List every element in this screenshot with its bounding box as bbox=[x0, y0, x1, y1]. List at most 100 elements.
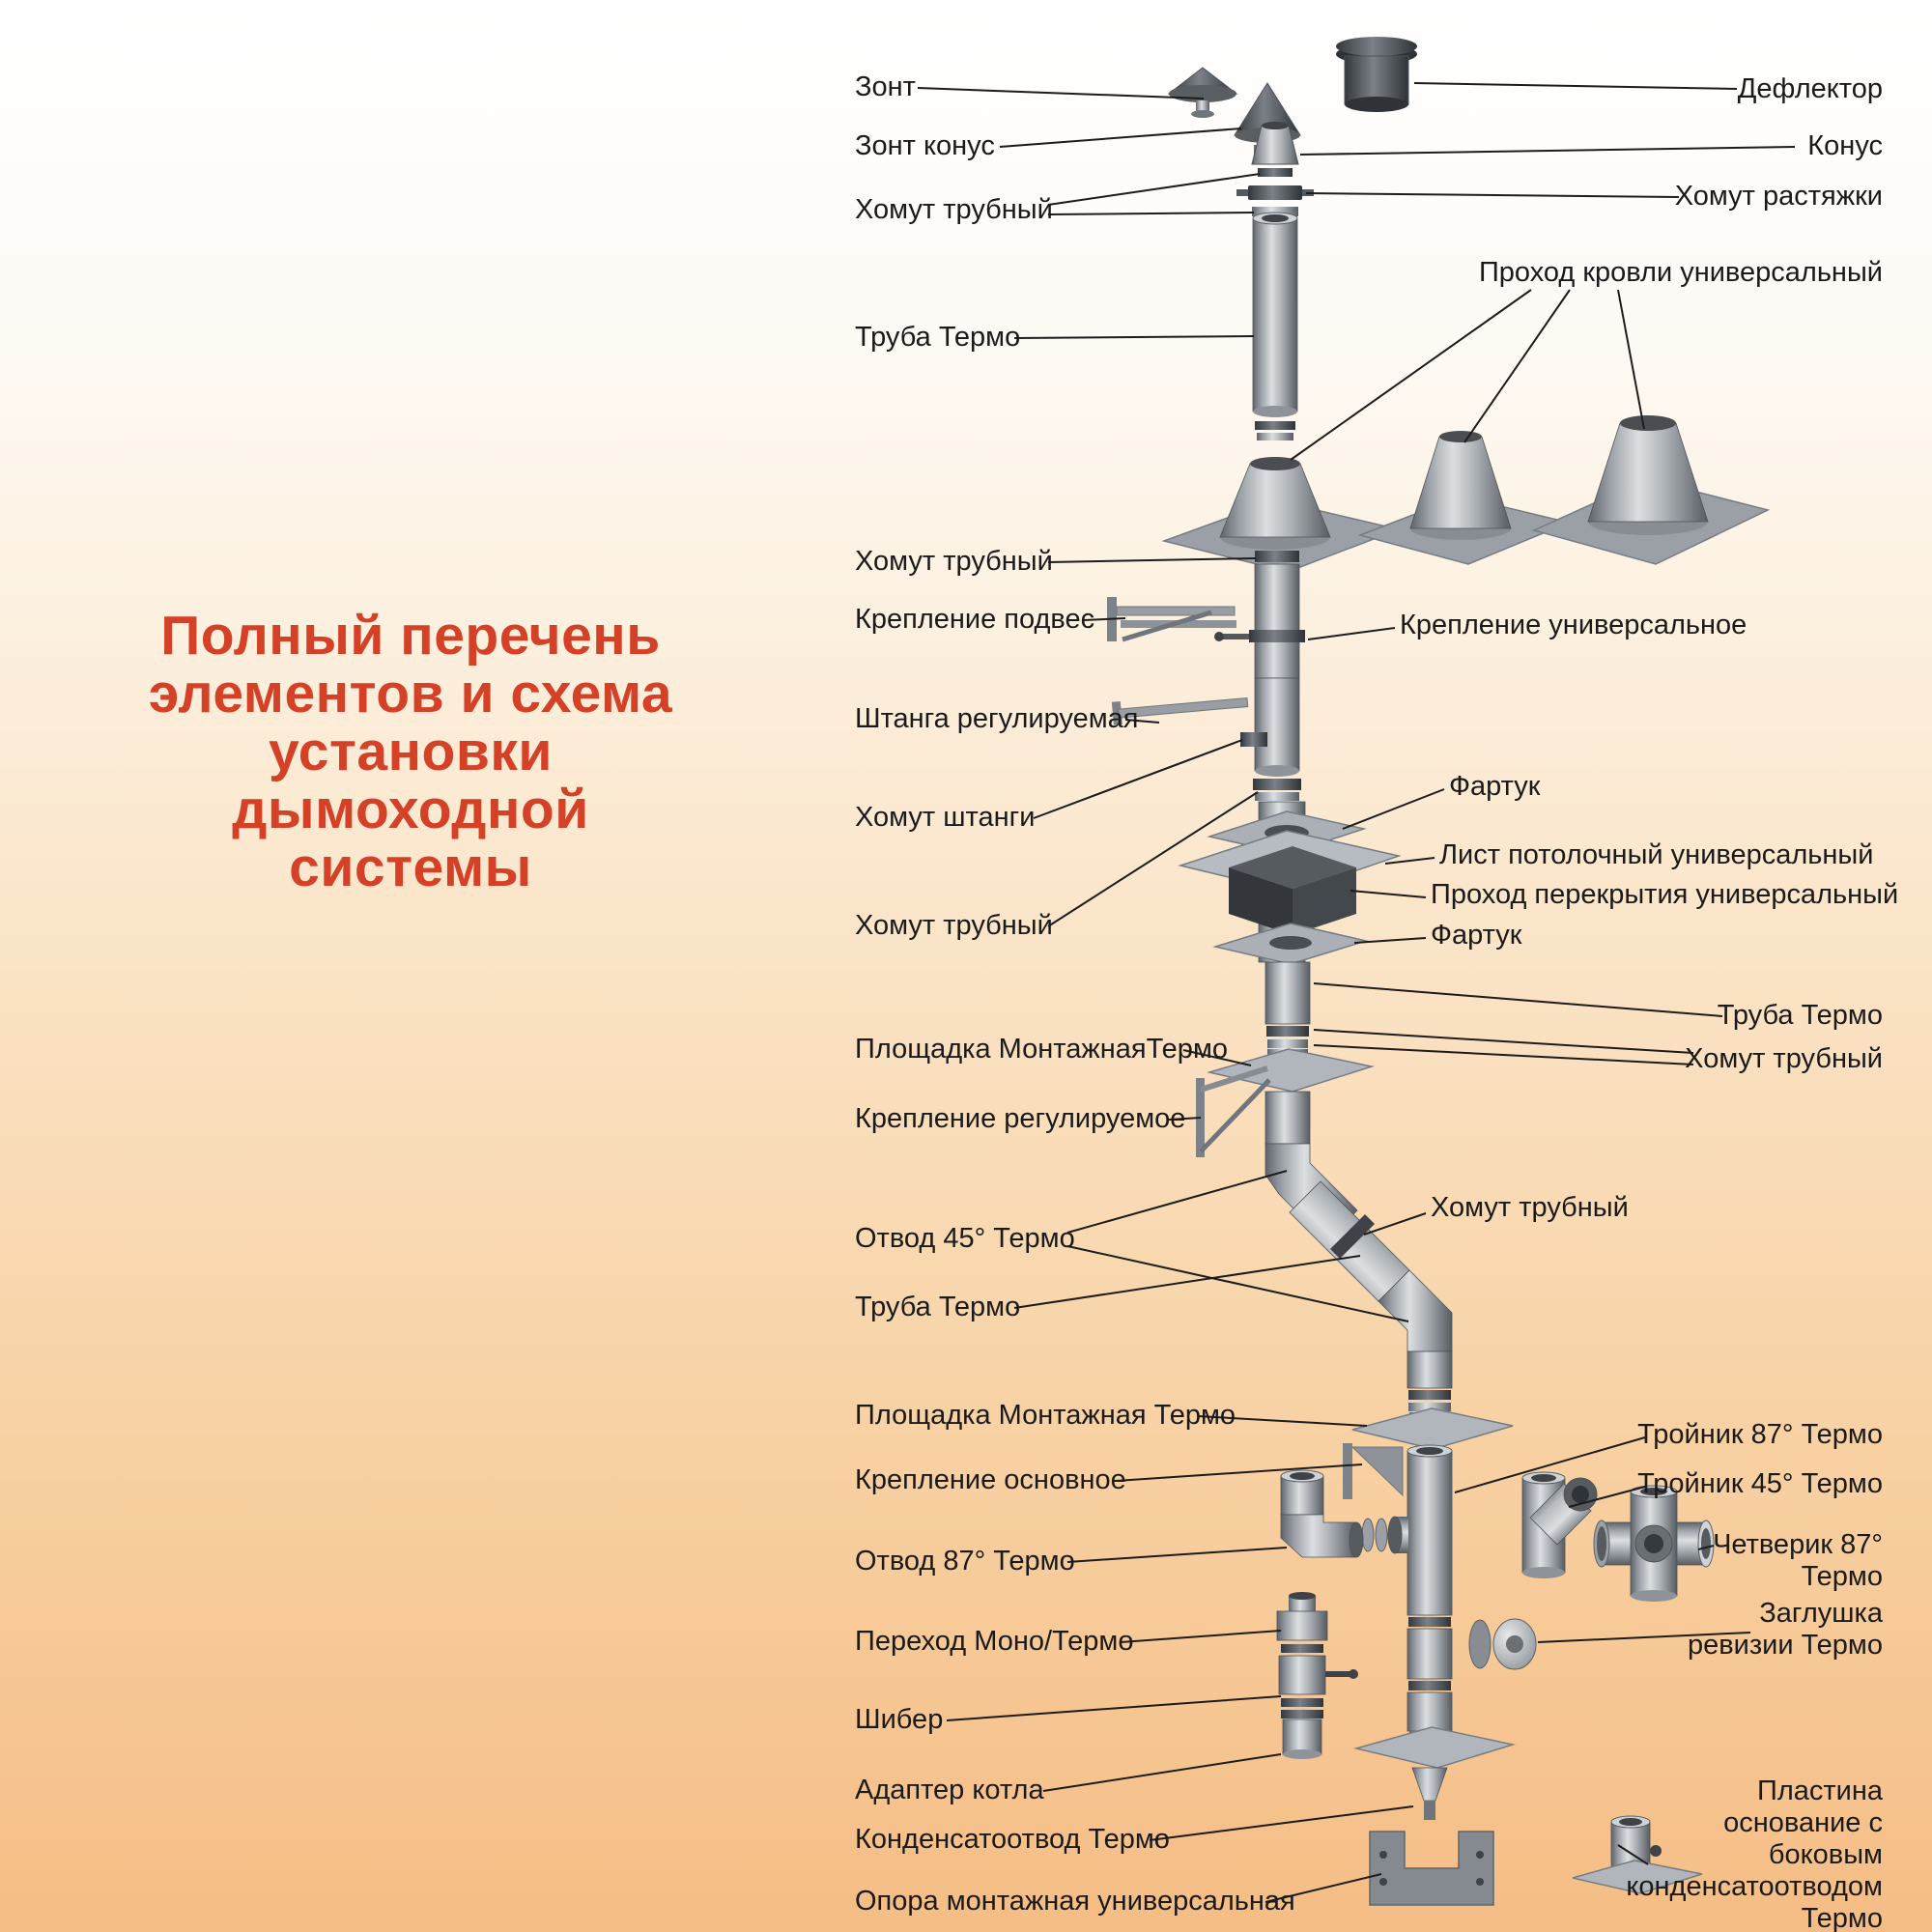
leader-line bbox=[1182, 1049, 1252, 1066]
leader-line bbox=[1066, 1170, 1288, 1234]
leader-line bbox=[1299, 146, 1796, 156]
leader-line bbox=[1047, 212, 1255, 215]
component-zaglushka-revizii bbox=[1468, 1618, 1537, 1670]
leader-line bbox=[1413, 82, 1738, 90]
component-khomut-naklonny bbox=[1330, 1214, 1375, 1259]
component-koltsa-soedineniya bbox=[1361, 1518, 1388, 1552]
leader-line bbox=[1066, 1245, 1409, 1322]
label-deflektor: Дефлектор bbox=[1737, 73, 1883, 104]
component-shtanga-reguliruemaya bbox=[1111, 696, 1249, 725]
label-khomut-trubny-3: Хомут трубный bbox=[855, 910, 1053, 941]
label-adapter-kotla: Адаптер котла bbox=[855, 1775, 1044, 1805]
component-perekhod-mono-termo bbox=[1276, 1592, 1328, 1653]
label-truba-termo-2: Труба Термо bbox=[855, 1292, 1021, 1322]
leader-line bbox=[1115, 1463, 1363, 1482]
label-troinik-87: Тройник 87° Термо bbox=[1637, 1419, 1883, 1450]
component-ploshchadka-montazhnaya-1 bbox=[1207, 1048, 1375, 1093]
leader-line bbox=[1047, 557, 1257, 563]
label-shiber: Шибер bbox=[855, 1704, 944, 1735]
label-fartuk-2: Фартук bbox=[1431, 920, 1522, 951]
leader-line bbox=[1149, 1805, 1414, 1841]
page-title: Полный перечень элементов и схема устано… bbox=[53, 607, 768, 896]
leader-line bbox=[1537, 1632, 1751, 1643]
component-plastina-osnovanie bbox=[1353, 1726, 1516, 1769]
leader-line bbox=[1066, 1547, 1288, 1563]
label-kreplenie-osnovnoe: Крепление основное bbox=[855, 1464, 1126, 1495]
component-zont bbox=[1167, 67, 1238, 118]
component-adapter-kotla bbox=[1281, 1710, 1323, 1759]
label-khomut-trubny-2: Хомут трубный bbox=[855, 546, 1053, 577]
title-line: системы bbox=[289, 837, 532, 898]
leader-line bbox=[1124, 719, 1160, 724]
component-otvod-45-niz bbox=[1378, 1269, 1453, 1411]
component-otvod-87 bbox=[1280, 1469, 1364, 1558]
label-kreplenie-reguliruemoe: Крепление регулируемое bbox=[855, 1103, 1186, 1134]
label-prokhod-perekrytiya: Проход перекрытия универсальный bbox=[1431, 879, 1899, 910]
label-perekhod-mono-termo: Переход Моно/Термо bbox=[855, 1626, 1134, 1657]
label-plastina-osnovanie: Пластина основание с боковым конденсатоо… bbox=[1626, 1776, 1883, 1932]
label-khomut-trubny-right-2: Хомут трубный bbox=[1431, 1192, 1629, 1223]
component-truba-nizhnyaya bbox=[1406, 1617, 1453, 1732]
component-konus bbox=[1251, 122, 1299, 177]
label-khomut-trubny-1: Хомут трубный bbox=[855, 194, 1053, 225]
leader-line bbox=[1042, 1753, 1282, 1792]
leader-line bbox=[1454, 1436, 1646, 1493]
label-zaglushka-revizii: Заглушка ревизии Термо bbox=[1687, 1598, 1883, 1661]
leader-line bbox=[1033, 739, 1243, 819]
component-kreplenie-osnovnoe bbox=[1343, 1443, 1404, 1499]
leader-line bbox=[1617, 289, 1645, 430]
component-khomut-shtangi bbox=[1240, 732, 1267, 747]
label-shtanga-reguliruemaya: Штанга регулируемая bbox=[855, 703, 1139, 734]
leader-line bbox=[1568, 1486, 1646, 1508]
leader-line bbox=[946, 1695, 1282, 1721]
label-chetverik-87: Четверик 87° Термо bbox=[1713, 1529, 1883, 1592]
label-otvod-87: Отвод 87° Термо bbox=[855, 1546, 1075, 1577]
leader-line bbox=[1363, 1212, 1427, 1236]
leader-line bbox=[1350, 890, 1427, 898]
label-ploshchadka-2: Площадка Монтажная Термо bbox=[855, 1400, 1236, 1431]
component-troinik-87 bbox=[1387, 1444, 1453, 1616]
component-truba-termo-2 bbox=[1214, 551, 1305, 801]
label-zont-konus: Зонт конус bbox=[855, 130, 995, 161]
title-line: Полный перечень bbox=[160, 605, 661, 667]
leader-line bbox=[1342, 788, 1445, 830]
label-opora-montazhnaya: Опора монтажная универсальная bbox=[855, 1886, 1295, 1917]
leader-line bbox=[1617, 1844, 1649, 1865]
label-fartuk-1: Фартук bbox=[1449, 771, 1541, 802]
label-kreplenie-universalnoe: Крепление универсальное bbox=[1400, 610, 1747, 640]
leader-line bbox=[1305, 192, 1680, 198]
leader-line bbox=[999, 128, 1242, 148]
label-khomut-shtangi: Хомут штанги bbox=[855, 802, 1036, 833]
component-fartuk-2 bbox=[1212, 923, 1369, 965]
leader-line bbox=[1197, 1415, 1368, 1427]
leader-line bbox=[1120, 1630, 1282, 1643]
label-ploshchadka-1: Площадка МонтажнаяТермо bbox=[855, 1034, 1229, 1065]
component-opora-montazhnaya bbox=[1369, 1831, 1494, 1906]
component-prokhod-krovli bbox=[1161, 415, 1771, 573]
leader-line bbox=[1264, 1873, 1382, 1903]
leader-line bbox=[1353, 937, 1427, 944]
label-truba-termo-right: Труба Термо bbox=[1717, 1000, 1883, 1031]
label-khomut-trubny-right-1: Хомут трубный bbox=[1685, 1043, 1883, 1074]
leader-line bbox=[1313, 1029, 1694, 1054]
leader-lines bbox=[917, 82, 1796, 1903]
label-troinik-45: Тройник 45° Термо bbox=[1637, 1468, 1883, 1499]
leader-line bbox=[1313, 982, 1723, 1017]
component-chetverik-87 bbox=[1593, 1485, 1715, 1602]
leader-line bbox=[1168, 1117, 1202, 1121]
leader-line bbox=[1307, 627, 1396, 640]
component-deflektor bbox=[1336, 37, 1417, 112]
leader-line bbox=[1290, 289, 1532, 461]
leader-line bbox=[1697, 1545, 1715, 1550]
label-kondensatootvod: Конденсатоотвод Термо bbox=[855, 1824, 1170, 1855]
label-otvod-45: Отвод 45° Термо bbox=[855, 1223, 1075, 1254]
leader-line bbox=[1384, 857, 1435, 865]
leader-line bbox=[1313, 1044, 1694, 1065]
title-line: дымоходной bbox=[232, 779, 589, 840]
label-zont: Зонт bbox=[855, 71, 916, 102]
leader-line bbox=[1013, 1255, 1361, 1309]
label-prokhod-krovli: Проход кровли универсальный bbox=[1478, 257, 1883, 288]
label-truba-termo-1: Труба Термо bbox=[855, 322, 1021, 353]
